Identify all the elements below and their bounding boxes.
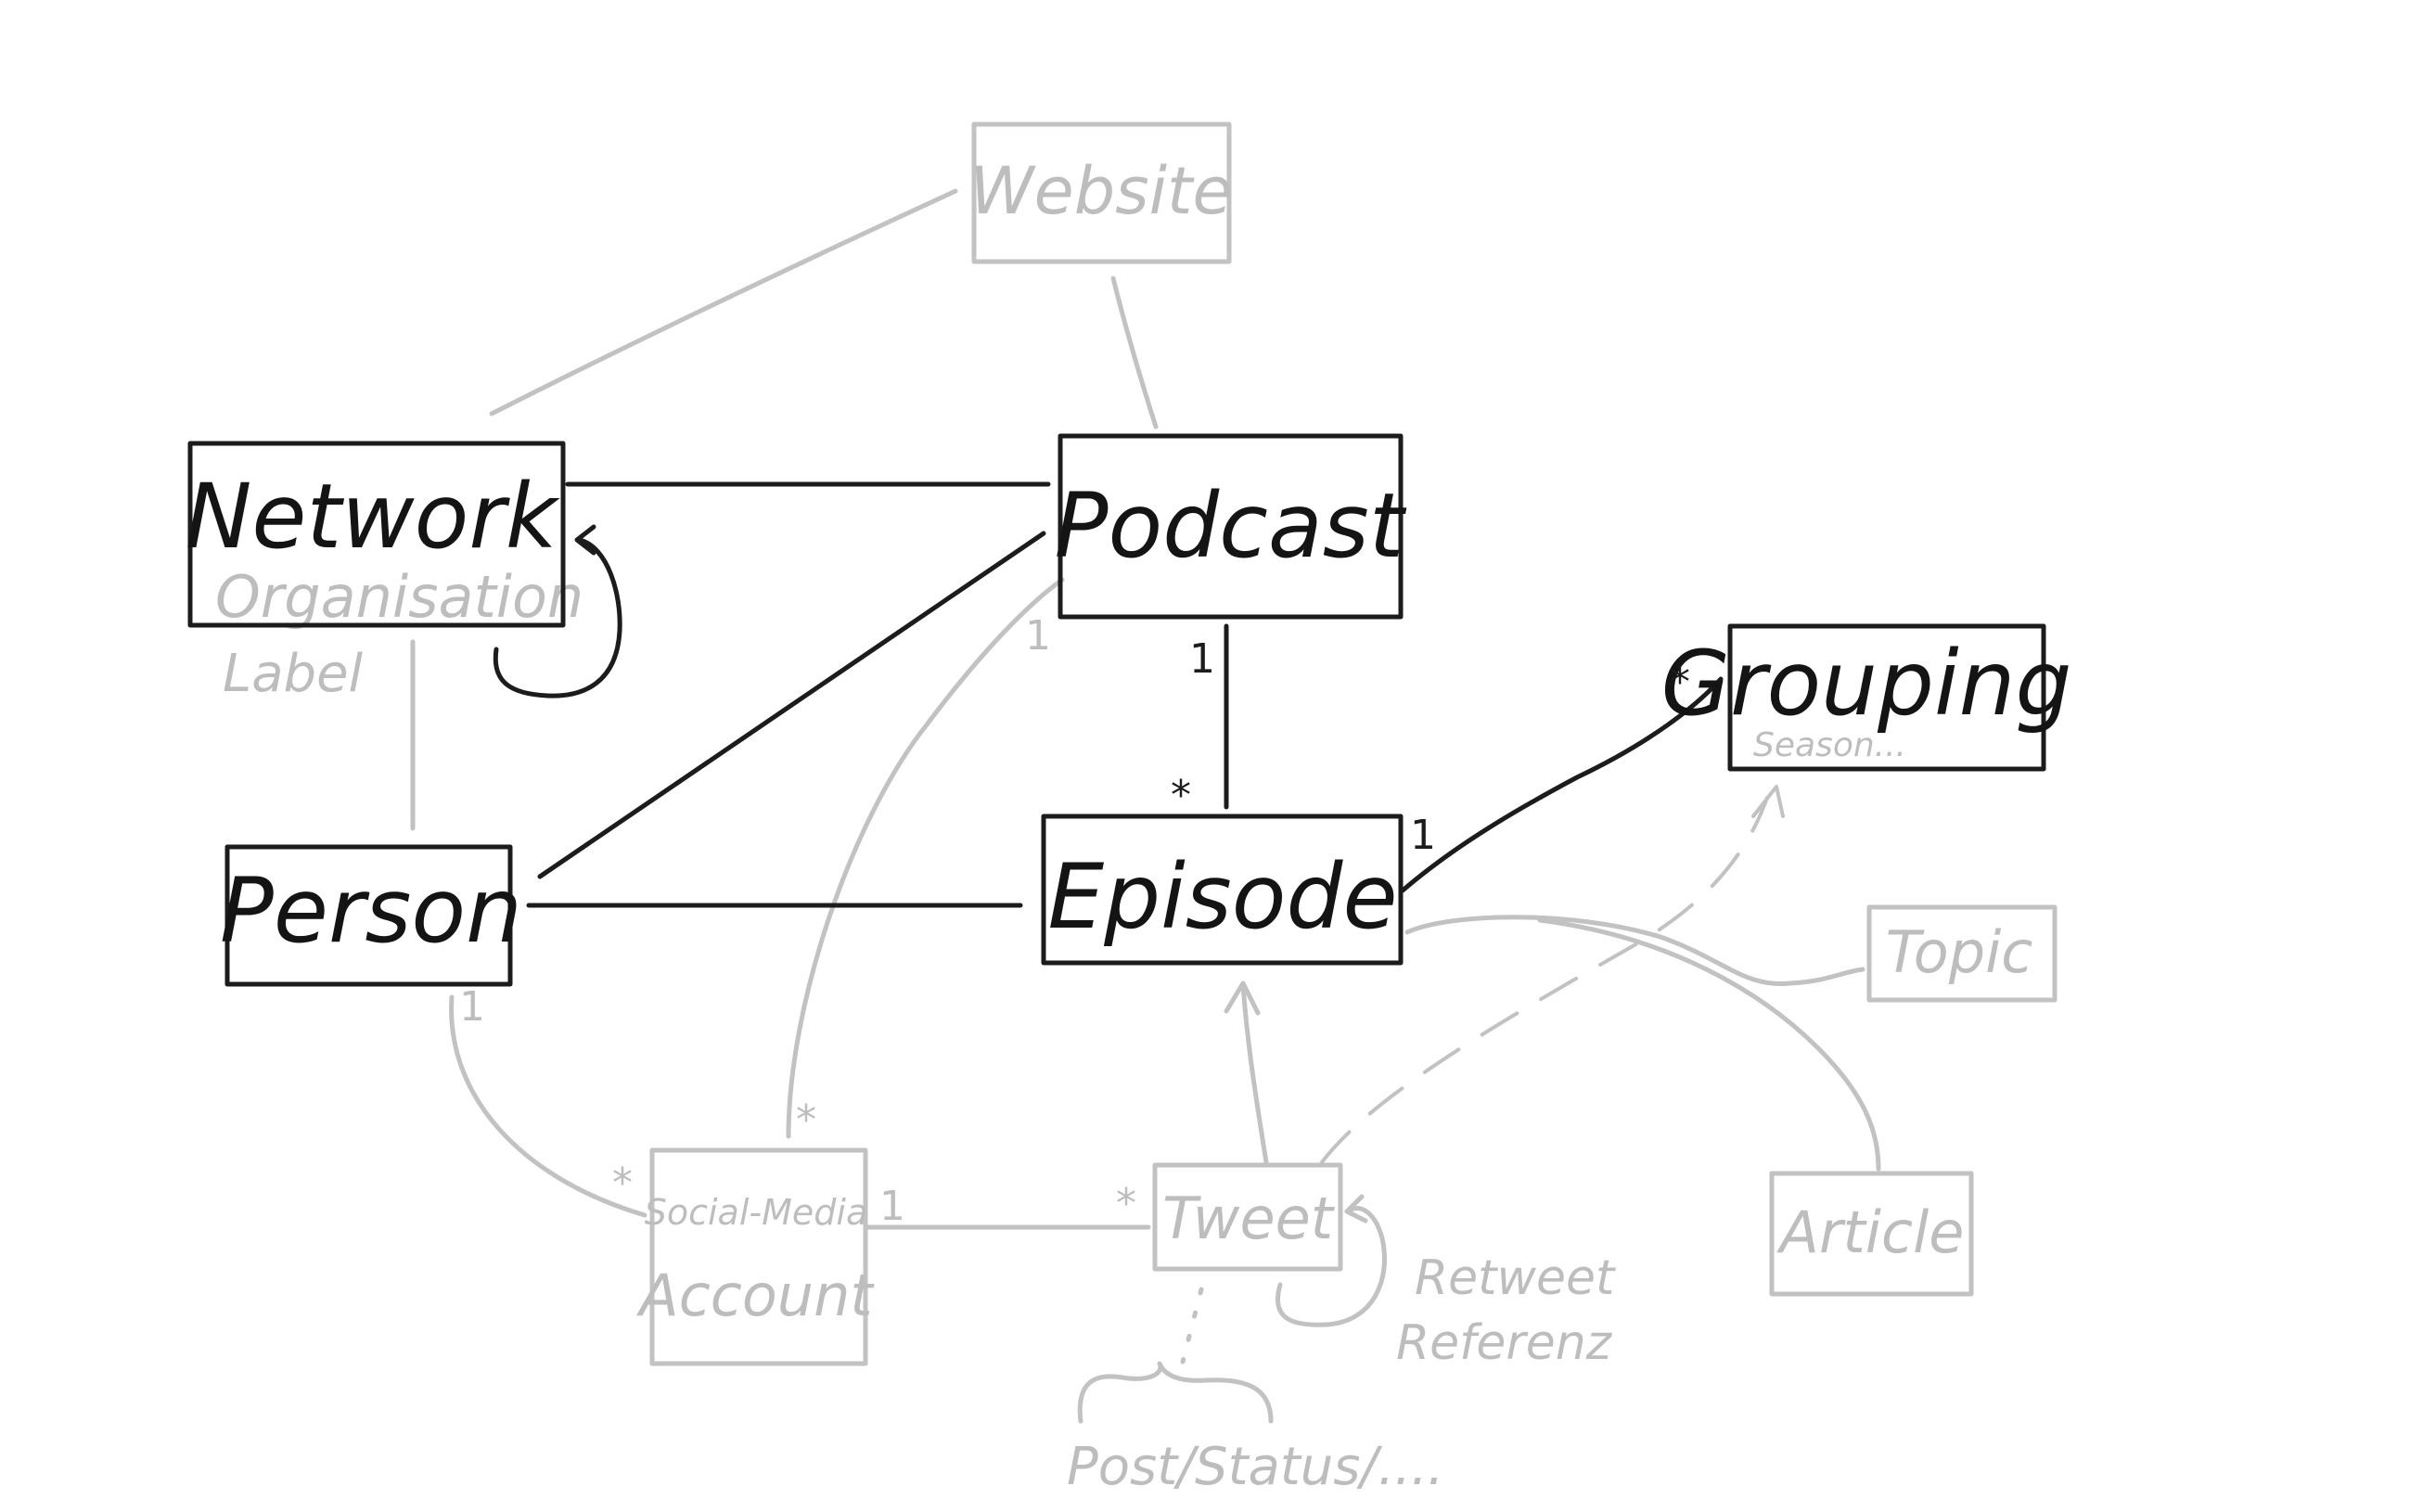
retweet-note-1: Retweet xyxy=(1415,1250,1616,1306)
podcast-label: Podcast xyxy=(1055,474,1407,578)
tweet-retweet-loop xyxy=(1276,1206,1387,1327)
tweet-episode-arrowhead xyxy=(1224,980,1261,1016)
episode-grouping-edge xyxy=(1400,676,1724,893)
article-frame xyxy=(1769,1171,1974,1297)
network-label: Network xyxy=(186,465,560,569)
network-self-loop-head xyxy=(574,524,596,556)
post-status-brace xyxy=(1077,1361,1274,1424)
social-media-account-label-2: Account xyxy=(635,1262,875,1329)
podcast-frame xyxy=(1058,433,1404,620)
episode-frame xyxy=(1041,814,1404,966)
grouping-label: Grouping xyxy=(1661,632,2072,736)
tweet-multiplicity-many: * xyxy=(1116,1180,1136,1227)
retweet-note-2: Referenz xyxy=(1396,1315,1613,1371)
person-frame xyxy=(224,844,513,987)
topic-label: Topic xyxy=(1886,918,2033,986)
topic-box[interactable]: Topic xyxy=(1866,904,2058,1003)
person-label: Person xyxy=(220,859,522,963)
network-box[interactable]: Network xyxy=(186,441,566,628)
website-label: Website xyxy=(969,153,1232,229)
tweet-box[interactable]: Tweet xyxy=(1152,1162,1343,1272)
grouping-multiplicity-many: * xyxy=(1670,659,1690,706)
episode-box[interactable]: Episode xyxy=(1041,814,1404,966)
tweet-label: Tweet xyxy=(1162,1185,1336,1252)
tweet-grouping-arrowhead xyxy=(1751,785,1785,818)
network-alt-organisation: Organisation xyxy=(215,563,583,631)
episode-label: Episode xyxy=(1047,845,1397,949)
network-self-loop xyxy=(493,537,622,698)
social-media-account-box[interactable]: Social-Media Account xyxy=(635,1147,875,1366)
podcast-episode-multiplicity-many: * xyxy=(1171,772,1191,819)
article-box[interactable]: Article xyxy=(1769,1171,1974,1297)
person-podcast-edge xyxy=(537,531,1046,879)
tweet-grouping-dashed-edge xyxy=(1320,796,1769,1164)
social-media-account-label-1: Social-Media xyxy=(645,1192,868,1233)
tweet-retweet-loop-head xyxy=(1344,1194,1368,1224)
podcast-episode-multiplicity-one: 1 xyxy=(1189,635,1215,683)
grouping-note-season: Season... xyxy=(1753,726,1906,764)
social-tweet-multiplicity-one: 1 xyxy=(879,1183,905,1230)
person-social-edge xyxy=(449,994,647,1218)
network-website-edge xyxy=(489,188,958,416)
episode-topic-edge xyxy=(1404,915,1865,987)
tweet-post-dotted xyxy=(1180,1287,1204,1365)
episode-article-edge xyxy=(1537,917,1881,1172)
network-alt-label: Label xyxy=(223,644,364,704)
podcast-box[interactable]: Podcast xyxy=(1055,433,1407,620)
podcast-social-multiplicity-one: 1 xyxy=(1025,612,1051,660)
website-box[interactable]: Website xyxy=(969,122,1233,264)
grouping-frame xyxy=(1727,623,2046,772)
secondary-connections xyxy=(410,188,1881,1424)
tweet-frame xyxy=(1152,1162,1343,1272)
podcast-website-edge xyxy=(1110,275,1159,429)
topic-frame xyxy=(1866,904,2058,1003)
person-social-multiplicity-one: 1 xyxy=(459,983,485,1031)
tweet-episode-edge xyxy=(1240,982,1269,1165)
person-box[interactable]: Person xyxy=(220,844,522,987)
article-label: Article xyxy=(1776,1198,1965,1266)
grouping-box[interactable]: Grouping xyxy=(1661,623,2072,772)
primary-connections xyxy=(493,481,1724,908)
website-frame xyxy=(971,122,1232,264)
post-status-note: Post/Status/.... xyxy=(1067,1437,1444,1497)
episode-grouping-multiplicity-one: 1 xyxy=(1410,812,1436,859)
social-podcast-edge xyxy=(786,577,1065,1139)
network-frame xyxy=(187,441,566,628)
social-multiplicity-many-top: * xyxy=(796,1096,816,1144)
social-multiplicity-many-left: * xyxy=(612,1160,633,1207)
social-media-account-frame xyxy=(649,1147,868,1366)
